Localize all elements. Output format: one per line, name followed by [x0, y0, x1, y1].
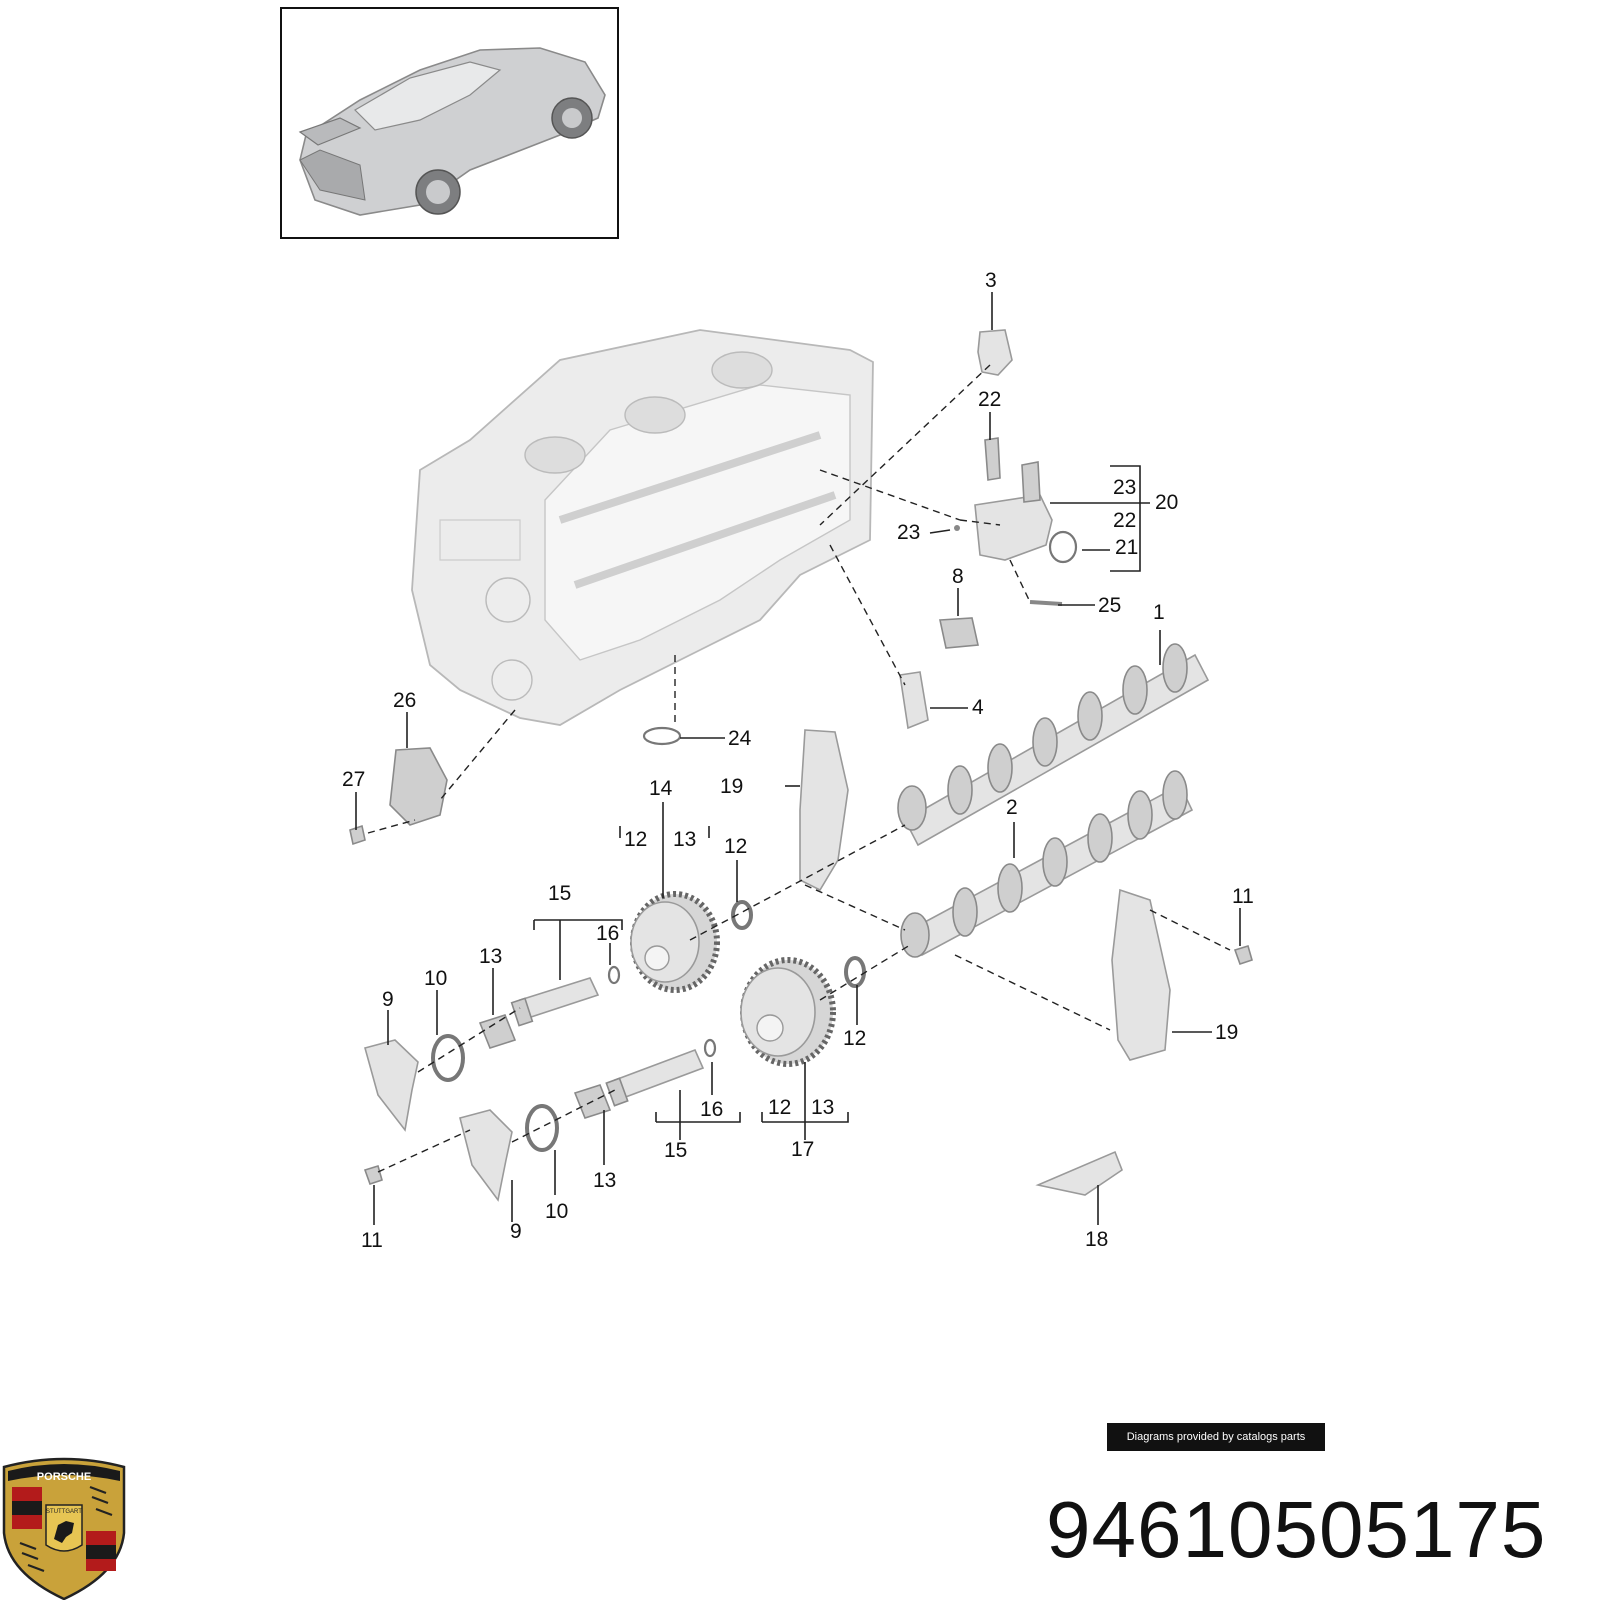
central-valve-upper	[510, 977, 600, 1027]
callout-13: 13	[593, 1169, 616, 1192]
svg-text:PORSCHE: PORSCHE	[37, 1471, 91, 1483]
fastener-22a	[984, 437, 1001, 481]
callout-19: 19	[1215, 1021, 1238, 1044]
bolt-25	[1029, 600, 1063, 606]
diagram-credit-label: Diagrams provided by catalogs parts	[1107, 1423, 1325, 1451]
seal-ring-12b	[844, 956, 866, 988]
callout-20: 20	[1155, 491, 1178, 514]
callout-13: 13	[811, 1096, 834, 1119]
cylinder-head	[411, 329, 874, 726]
o-ring-24	[642, 726, 682, 746]
callout-2: 2	[1006, 796, 1018, 819]
callout-13: 13	[479, 945, 502, 968]
bracket-4	[899, 671, 929, 730]
callout-24: 24	[728, 727, 752, 750]
callout-16: 16	[596, 922, 619, 945]
callout-23: 23	[1113, 476, 1136, 499]
callout-10: 10	[424, 967, 447, 990]
part-number: 94610505175	[1046, 1485, 1547, 1574]
guide-rail-19a	[799, 729, 849, 892]
callout-labels: 3 22 23 20 22 21 23 8 25 1 4 24 26 27 19…	[342, 269, 1254, 1252]
camshaft-adjuster-lower	[740, 957, 836, 1067]
seal-ring-16b	[703, 1038, 717, 1058]
assembly-lines	[367, 364, 1231, 1173]
callout-19: 19	[720, 775, 743, 798]
bearing-bridge-20	[974, 494, 1053, 561]
callout-9: 9	[510, 1220, 522, 1243]
bushing-8	[939, 617, 979, 649]
callout-8: 8	[952, 565, 964, 588]
callout-17: 17	[791, 1138, 814, 1161]
callout-27: 27	[342, 768, 365, 791]
seal-ring-10a	[431, 1034, 465, 1082]
lubricant-tube-18	[1035, 1150, 1123, 1196]
callout-25: 25	[1098, 594, 1121, 617]
bolt-11a	[363, 1164, 383, 1186]
callout-12: 12	[624, 828, 647, 851]
leader-lines	[355, 292, 1241, 1225]
callout-12: 12	[724, 835, 747, 858]
pin-23	[954, 525, 960, 531]
seal-ring-16a	[607, 965, 621, 985]
callout-12: 12	[768, 1096, 791, 1119]
callout-15: 15	[548, 882, 571, 905]
thrust-washer-13a	[478, 1014, 517, 1049]
solenoid-housing-9a	[364, 1039, 419, 1132]
callout-1: 1	[1153, 601, 1165, 624]
callout-22: 22	[978, 388, 1001, 411]
callout-26: 26	[393, 689, 416, 712]
solenoid-housing-9b	[459, 1109, 513, 1202]
callout-14: 14	[649, 777, 673, 800]
callout-13: 13	[673, 828, 696, 851]
callout-3: 3	[985, 269, 997, 292]
svg-text:STUTTGART: STUTTGART	[46, 1509, 82, 1515]
callout-18: 18	[1085, 1228, 1108, 1251]
porsche-crest-logo: PORSCHE STUTTGART	[2, 1457, 126, 1600]
guide-rail-19b	[1111, 888, 1171, 1061]
bracket-3	[977, 329, 1013, 376]
camshaft-adjuster-upper	[630, 891, 720, 993]
callout-15: 15	[664, 1139, 687, 1162]
bolt-11b	[1233, 944, 1253, 966]
callout-22: 22	[1113, 509, 1136, 532]
vehicle-thumbnail	[280, 7, 619, 239]
seal-ring-12a	[731, 900, 753, 930]
bolt-27	[349, 824, 366, 846]
callout-16: 16	[700, 1098, 723, 1121]
cover-26	[389, 747, 448, 826]
camshaft-intake	[897, 643, 1210, 847]
callout-10: 10	[545, 1200, 568, 1223]
callout-4: 4	[972, 696, 984, 719]
callout-11: 11	[1232, 885, 1254, 908]
callout-21: 21	[1115, 536, 1138, 559]
camshaft-exhaust	[900, 770, 1194, 958]
callout-9: 9	[382, 988, 394, 1011]
seal-ring-10b	[525, 1104, 559, 1152]
central-valve-lower	[605, 1048, 705, 1107]
fastener-22b	[1021, 461, 1041, 503]
callout-12: 12	[843, 1027, 866, 1050]
callout-23: 23	[897, 521, 920, 544]
o-ring-21	[1048, 530, 1078, 564]
callout-11: 11	[361, 1229, 383, 1252]
